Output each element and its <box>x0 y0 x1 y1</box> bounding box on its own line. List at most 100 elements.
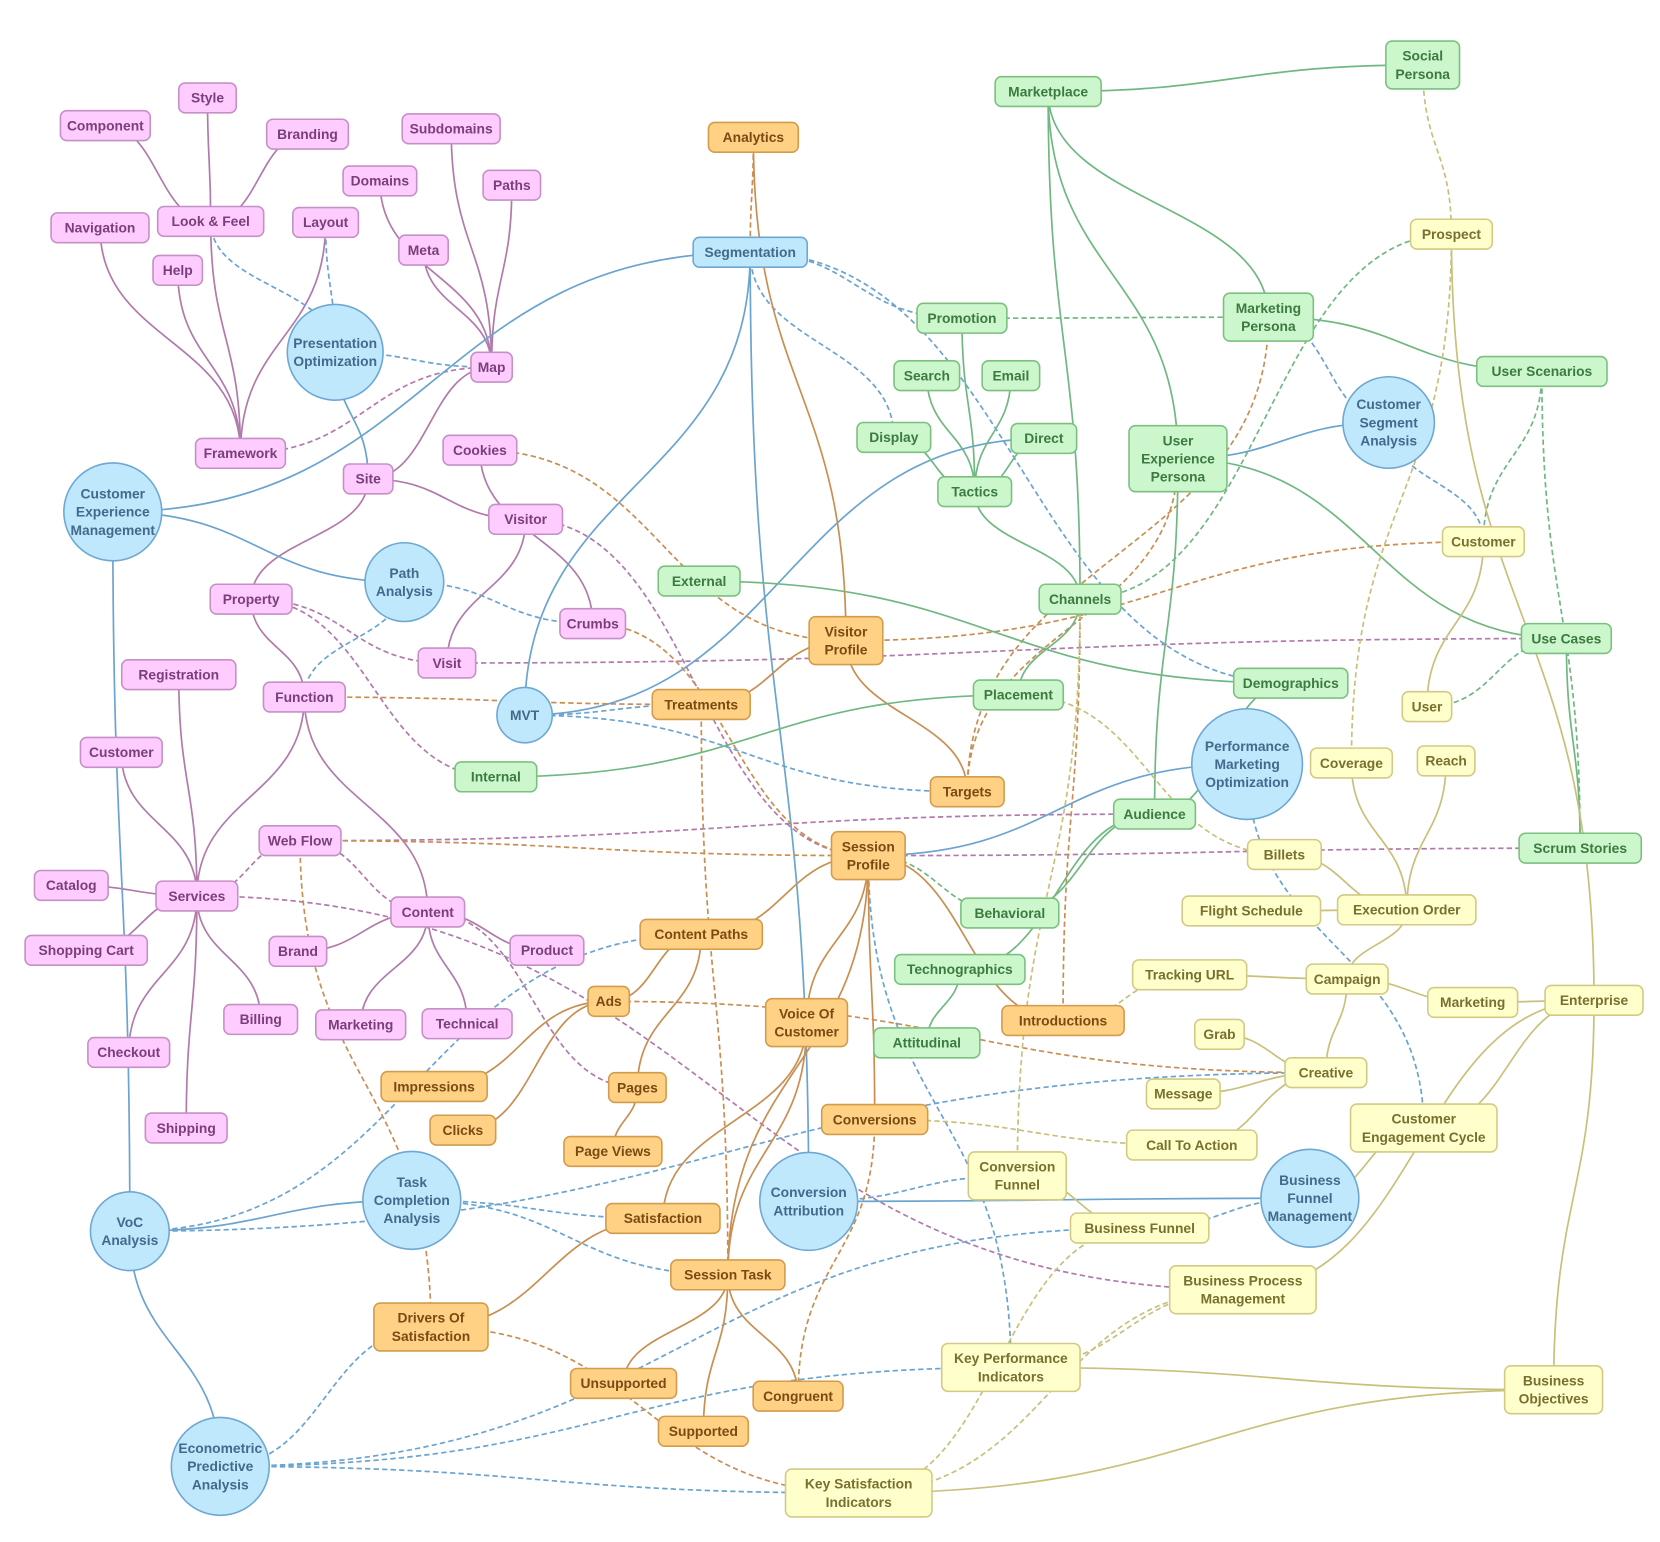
node-registration[interactable]: Registration <box>120 659 237 691</box>
node-creative[interactable]: Creative <box>1284 1056 1368 1089</box>
node-unsupported[interactable]: Unsupported <box>569 1367 678 1400</box>
node-contentpaths[interactable]: Content Paths <box>639 918 764 951</box>
node-satisfaction[interactable]: Satisfaction <box>605 1202 721 1235</box>
node-reach[interactable]: Reach <box>1416 745 1476 777</box>
node-campaign[interactable]: Campaign <box>1305 963 1389 995</box>
node-pages[interactable]: Pages <box>607 1071 667 1104</box>
node-scrumstories[interactable]: Scrum Stories <box>1518 832 1643 864</box>
node-enterprise[interactable]: Enterprise <box>1544 984 1644 1017</box>
node-prospect[interactable]: Prospect <box>1409 218 1494 250</box>
node-treatments[interactable]: Treatments <box>651 688 751 721</box>
node-marketing-p[interactable]: Marketing <box>315 1009 407 1041</box>
node-userscenarios[interactable]: User Scenarios <box>1475 355 1608 388</box>
node-internal[interactable]: Internal <box>454 761 538 793</box>
node-marketing-y[interactable]: Marketing <box>1427 986 1519 1019</box>
node-display[interactable]: Display <box>856 421 932 454</box>
node-usecases[interactable]: Use Cases <box>1520 622 1613 655</box>
node-technographics[interactable]: Technographics <box>893 953 1026 986</box>
node-marketplace[interactable]: Marketplace <box>994 75 1102 108</box>
node-billets[interactable]: Billets <box>1246 838 1322 871</box>
node-crumbs[interactable]: Crumbs <box>559 607 627 640</box>
node-mvt[interactable]: MVT <box>496 686 554 744</box>
node-help[interactable]: Help <box>152 254 204 287</box>
node-targets[interactable]: Targets <box>929 776 1005 808</box>
node-technical[interactable]: Technical <box>421 1008 513 1040</box>
node-content[interactable]: Content <box>390 896 466 928</box>
node-businessfunnel[interactable]: Business Funnel <box>1069 1212 1210 1244</box>
node-clicks[interactable]: Clicks <box>429 1114 497 1146</box>
node-impressions[interactable]: Impressions <box>380 1070 488 1103</box>
node-ads[interactable]: Ads <box>587 985 631 1018</box>
node-demographics[interactable]: Demographics <box>1232 667 1349 699</box>
node-framework[interactable]: Framework <box>194 437 287 470</box>
node-introductions[interactable]: Introductions <box>1001 1004 1125 1037</box>
node-webflow[interactable]: Web Flow <box>258 825 342 857</box>
node-supported[interactable]: Supported <box>657 1415 750 1447</box>
node-subdomains[interactable]: Subdomains <box>401 113 501 145</box>
node-behavioral[interactable]: Behavioral <box>960 897 1060 929</box>
node-calltoaction[interactable]: Call To Action <box>1125 1129 1258 1161</box>
node-catalog[interactable]: Catalog <box>33 869 109 902</box>
node-customer-y[interactable]: Customer <box>1441 525 1526 558</box>
node-promotion[interactable]: Promotion <box>916 302 1008 334</box>
node-function[interactable]: Function <box>262 681 346 713</box>
node-conversions[interactable]: Conversions <box>820 1103 929 1136</box>
node-pageviews[interactable]: Page Views <box>563 1135 663 1168</box>
node-visit[interactable]: Visit <box>417 647 477 679</box>
node-flightschedule[interactable]: Flight Schedule <box>1181 895 1322 927</box>
node-cookies[interactable]: Cookies <box>442 434 518 466</box>
node-visitor[interactable]: Visitor <box>488 503 564 536</box>
node-shipping[interactable]: Shipping <box>144 1112 228 1144</box>
node-segmentation[interactable]: Segmentation <box>692 236 809 268</box>
node-search[interactable]: Search <box>893 359 961 392</box>
node-site[interactable]: Site <box>342 463 394 495</box>
node-component[interactable]: Component <box>59 109 152 142</box>
node-customer-p[interactable]: Customer <box>79 736 163 769</box>
node-paths[interactable]: Paths <box>482 169 542 201</box>
node-checkout[interactable]: Checkout <box>87 1036 171 1069</box>
node-congruent[interactable]: Congruent <box>752 1380 844 1412</box>
node-domains[interactable]: Domains <box>342 165 418 197</box>
node-services[interactable]: Services <box>155 880 239 912</box>
node-executionorder[interactable]: Execution Order <box>1336 894 1477 926</box>
node-property[interactable]: Property <box>209 583 293 615</box>
node-style[interactable]: Style <box>177 82 238 114</box>
node-brand[interactable]: Brand <box>268 935 328 968</box>
node-audience[interactable]: Audience <box>1112 798 1197 830</box>
node-message[interactable]: Message <box>1145 1078 1221 1110</box>
node-shoppingcart[interactable]: Shopping Cart <box>24 934 149 966</box>
node-meta[interactable]: Meta <box>398 234 449 266</box>
node-attitudinal[interactable]: Attitudinal <box>873 1027 981 1059</box>
node-sessiontask[interactable]: Session Task <box>670 1259 786 1291</box>
node-user[interactable]: User <box>1401 690 1453 723</box>
node-layout[interactable]: Layout <box>292 206 360 239</box>
node-lookfeel[interactable]: Look & Feel <box>156 205 265 238</box>
node-placement[interactable]: Placement <box>972 679 1065 711</box>
node-navigation[interactable]: Navigation <box>50 212 150 244</box>
node-grab[interactable]: Grab <box>1193 1018 1245 1051</box>
node-product[interactable]: Product <box>509 934 585 966</box>
node-email[interactable]: Email <box>981 359 1041 392</box>
node-trackingurl[interactable]: Tracking URL <box>1131 959 1248 991</box>
node-billing[interactable]: Billing <box>223 1003 299 1036</box>
